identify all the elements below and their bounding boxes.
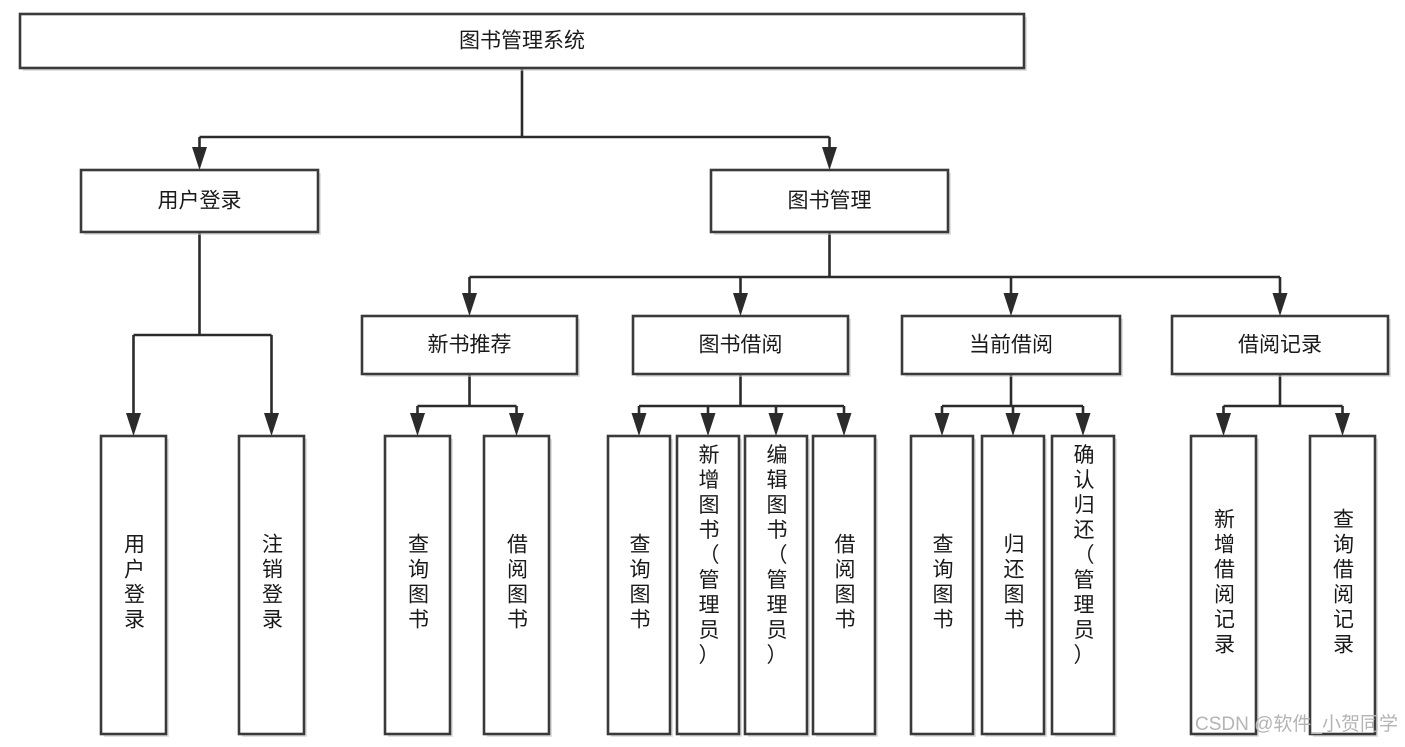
csdn-watermark: CSDN @软件_小贺同学 [1195, 713, 1398, 735]
arrow-head-icon [1335, 413, 1350, 436]
node-leaf-edit-book[interactable]: 编辑图书（管理员） [743, 434, 810, 737]
node-leaf-confirm-return[interactable]: 确认归还（管理员） [1050, 434, 1117, 737]
node-leaf-add-book[interactable]: 新增图书（管理员） [675, 434, 742, 737]
node-label: 查询图书 [630, 534, 651, 632]
node-label: 新增借阅记录 [1214, 509, 1235, 657]
arrow-head-icon [1075, 413, 1091, 436]
arrow-head-icon [1005, 413, 1021, 436]
node-leaf-borrow-book-2[interactable]: 借阅图书 [811, 434, 878, 737]
node-leaf-borrow-book-1[interactable]: 借阅图书 [482, 434, 552, 737]
node-label: 确认归还（管理员） [1074, 444, 1095, 667]
node-leaf-query-book-2[interactable]: 查询图书 [606, 434, 673, 737]
node-label: 图书借阅 [699, 334, 783, 357]
node-label: 查询图书 [933, 534, 954, 632]
node-label: 借阅图书 [507, 534, 528, 632]
node-leaf-return-book[interactable]: 归还图书 [980, 434, 1047, 737]
node-label: 借阅图书 [835, 534, 856, 632]
arrow-head-icon [822, 147, 837, 170]
arrow-head-icon [836, 413, 852, 436]
node-current-borrow[interactable]: 当前借阅 [900, 314, 1123, 377]
connector-edges-layer [126, 68, 1350, 436]
node-leaf-query-borrow-record[interactable]: 查询借阅记录 [1308, 434, 1378, 737]
node-label: 新增图书（管理员） [699, 444, 720, 667]
arrow-head-icon [410, 413, 425, 436]
arrow-head-icon [462, 293, 477, 316]
node-label: 用户登录 [158, 190, 242, 213]
arrow-head-icon [509, 413, 524, 436]
node-label: 借阅记录 [1238, 334, 1322, 357]
node-book-manage[interactable]: 图书管理 [709, 168, 951, 235]
arrow-head-icon [264, 413, 279, 436]
node-label: 编辑图书（管理员） [767, 444, 788, 667]
node-label: 用户登录 [124, 534, 145, 632]
node-label: 当前借阅 [969, 334, 1053, 357]
node-leaf-add-borrow-record[interactable]: 新增借阅记录 [1189, 434, 1259, 737]
node-label: 图书管理系统 [459, 30, 585, 53]
node-label: 图书管理 [788, 190, 872, 213]
arrow-head-icon [631, 413, 647, 436]
arrow-head-icon [768, 413, 784, 436]
node-leaf-query-book-1[interactable]: 查询图书 [383, 434, 453, 737]
node-label: 新书推荐 [428, 334, 512, 357]
arrow-head-icon [1003, 293, 1019, 316]
arrow-head-icon [1216, 413, 1231, 436]
arrow-head-icon [733, 293, 748, 316]
node-root[interactable]: 图书管理系统 [18, 12, 1027, 71]
arrow-head-icon [192, 147, 207, 170]
node-label: 注销登录 [262, 534, 283, 632]
node-new-book-recommend[interactable]: 新书推荐 [360, 314, 580, 377]
node-boxes-layer: 图书管理系统用户登录图书管理新书推荐图书借阅当前借阅借阅记录用户登录注销登录查询… [18, 12, 1391, 737]
arrow-head-icon [126, 413, 141, 436]
node-book-borrow[interactable]: 图书借阅 [631, 314, 851, 377]
node-leaf-user-login[interactable]: 用户登录 [99, 434, 169, 737]
node-label: 查询图书 [408, 534, 429, 632]
arrow-head-icon [934, 413, 950, 436]
node-label: 查询借阅记录 [1333, 509, 1354, 657]
node-user-login[interactable]: 用户登录 [79, 168, 321, 235]
node-borrow-record[interactable]: 借阅记录 [1170, 314, 1391, 377]
node-leaf-query-book-3[interactable]: 查询图书 [909, 434, 976, 737]
node-label: 归还图书 [1004, 534, 1025, 632]
node-leaf-user-logout[interactable]: 注销登录 [237, 434, 307, 737]
arrow-head-icon [700, 413, 716, 436]
arrow-head-icon [1272, 293, 1288, 316]
